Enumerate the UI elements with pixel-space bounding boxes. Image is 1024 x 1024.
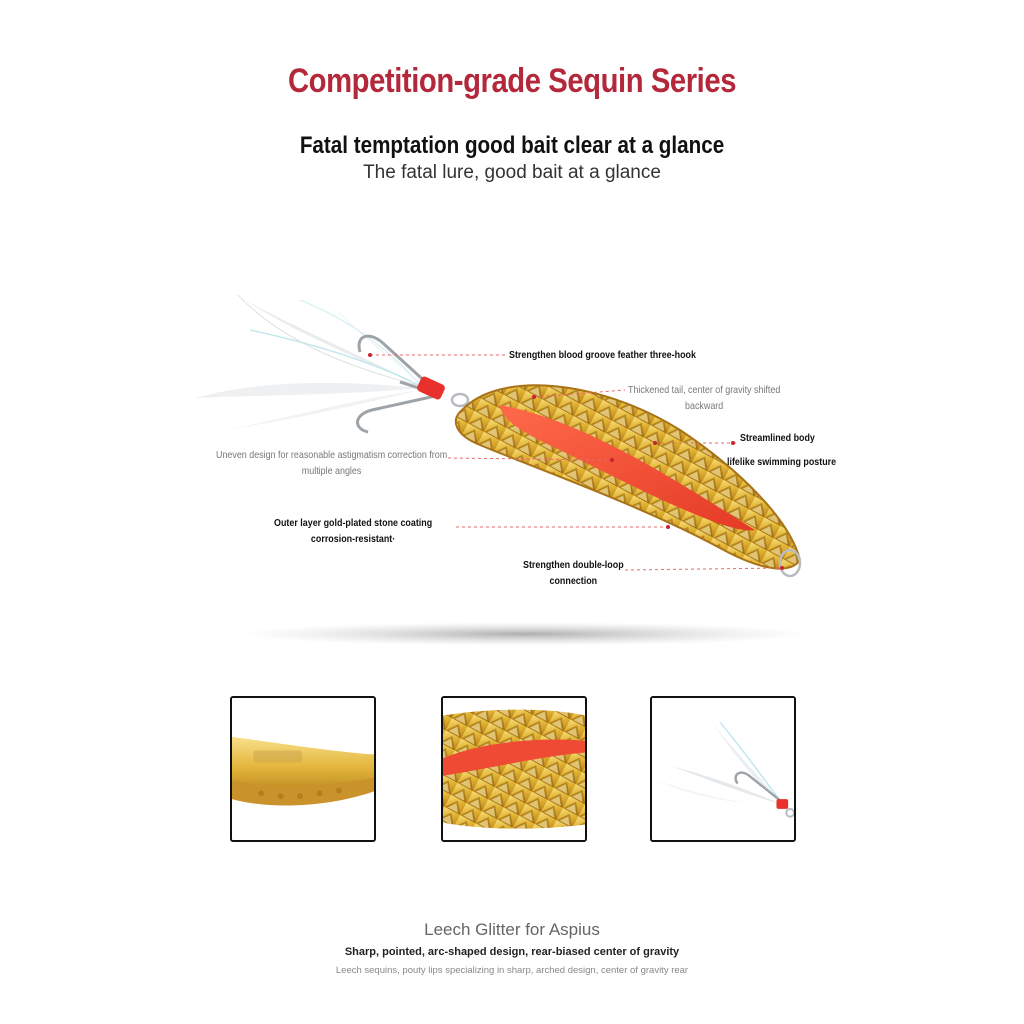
footer-title: Leech Glitter for Aspius [424,920,600,939]
footer-subtitle-secondary: Leech sequins, pouty lips specializing i… [335,965,689,976]
scale-texture-closeup-icon [443,698,585,840]
spoon-body [454,384,802,570]
thumbnail-gold-edge [230,696,376,842]
thumbnail-feather-hook [650,696,796,842]
page-title: Competition-grade Sequin Series [287,62,737,100]
page-subtitle-secondary: The fatal lure, good bait at a glance [363,162,661,183]
split-ring-front [450,392,470,408]
footer-subtitle: Sharp, pointed, arc-shaped design, rear-… [344,946,680,958]
callout-uneven: Uneven design for reasonable astigmatism… [216,449,448,477]
split-ring-rear [778,548,802,578]
callout-loop: Strengthen double-loop connection [523,559,624,587]
callout-body-1: Streamlined body [740,432,815,444]
feather-hook-closeup-icon [652,698,794,840]
callout-tail: Thickened tail, center of gravity shifte… [628,384,781,412]
page-subtitle: Fatal temptation good bait clear at a gl… [299,132,725,159]
callout-body-2: lifelike swimming posture [727,456,837,468]
callout-hook: Strengthen blood groove feather three-ho… [509,349,696,361]
red-thread-wrap [417,376,445,400]
thumbnail-scale-texture [441,696,587,842]
feather-icon [195,262,421,430]
gold-edge-closeup-icon [232,698,374,840]
callout-coating: Outer layer gold-plated stone coating co… [274,517,433,545]
